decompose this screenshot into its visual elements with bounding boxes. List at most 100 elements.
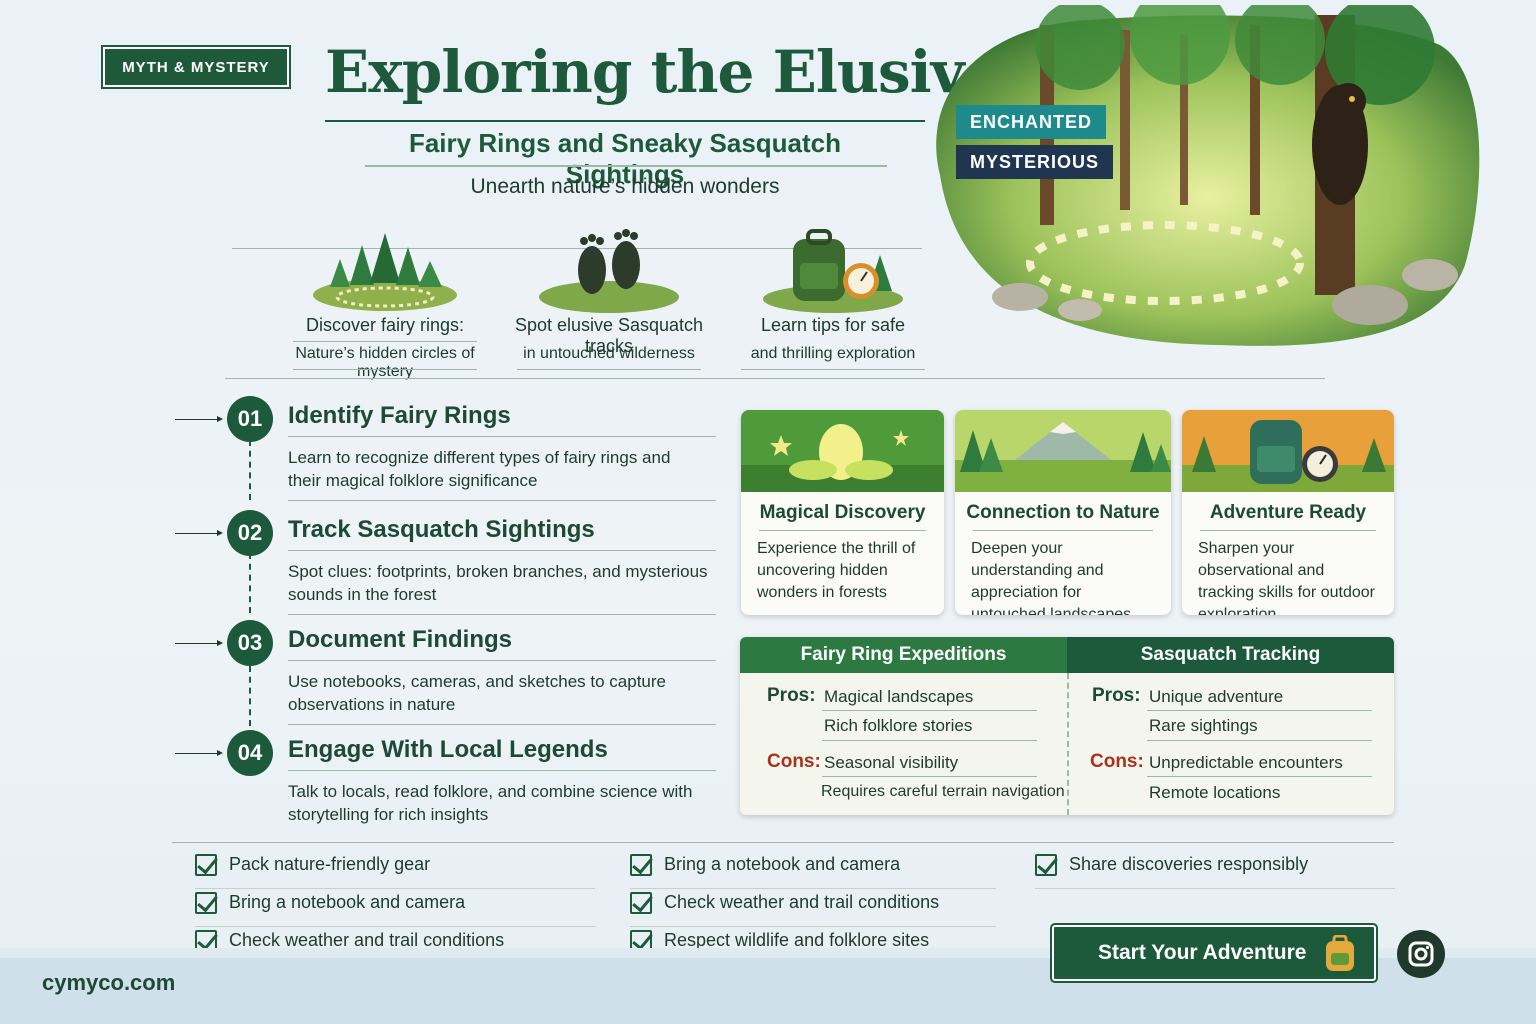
- arrow-icon: [175, 416, 223, 422]
- checklist-item[interactable]: Bring a notebook and camera: [195, 886, 595, 927]
- ribbon-enchanted: ENCHANTED: [956, 105, 1107, 139]
- feature-desc: in untouched wilderness: [523, 345, 695, 362]
- con-item: Requires careful terrain navigation: [821, 783, 1065, 800]
- feature-safe-exploration: Learn tips for safe and thrilling explor…: [718, 225, 948, 375]
- checklist-item[interactable]: Bring a notebook and camera: [630, 848, 1030, 889]
- step-bottom-line: [288, 500, 716, 501]
- page-subtitle: Fairy Rings and Sneaky Sasquatch Sightin…: [408, 128, 842, 189]
- feature-divider: [232, 248, 922, 249]
- feature-title: Spot elusive Sasquatch tracks: [514, 315, 704, 356]
- step-connector: [249, 553, 251, 613]
- step-bottom-line: [288, 614, 716, 615]
- step-title: Track Sasquatch Sightings: [288, 516, 595, 543]
- start-adventure-button[interactable]: Start Your Adventure: [1050, 923, 1378, 983]
- pros-label: Pros:: [1092, 685, 1141, 706]
- checkbox-checked-icon[interactable]: [630, 892, 652, 914]
- enchanted-forest-illustration: ENCHANTED MYSTERIOUS: [920, 0, 1485, 350]
- landscape-icon: [955, 410, 1171, 492]
- step-number: 04: [227, 730, 273, 776]
- pro-item: Rare sightings: [1149, 716, 1258, 735]
- row-line: [195, 888, 595, 889]
- site-url[interactable]: cymyco.com: [42, 970, 176, 995]
- step-connector: [249, 440, 251, 500]
- table-header-fairy: Fairy Ring Expeditions: [740, 637, 1067, 673]
- row-line: [195, 926, 595, 927]
- step-4: 04 Engage With Local Legends Talk to loc…: [175, 730, 720, 840]
- instagram-glyph: [1408, 941, 1434, 967]
- step-title-underline: [288, 660, 716, 661]
- step-desc: Learn to recognize different types of fa…: [288, 448, 671, 490]
- subtitle-underline: [365, 165, 887, 167]
- ribbon-mysterious: MYSTERIOUS: [956, 145, 1114, 179]
- cons-label: Cons:: [767, 751, 821, 772]
- feature-underline: [517, 369, 701, 370]
- checkbox-checked-icon[interactable]: [195, 892, 217, 914]
- step-desc: Spot clues: footprints, broken branches,…: [288, 562, 708, 604]
- checklist-label: Bring a notebook and camera: [664, 854, 901, 874]
- feature-sasquatch-tracks: Spot elusive Sasquatch tracks in untouch…: [494, 225, 724, 375]
- checkbox-checked-icon[interactable]: [1035, 854, 1057, 876]
- step-desc: Use notebooks, cameras, and sketches to …: [288, 672, 666, 714]
- card-title: Magical Discovery: [759, 502, 926, 523]
- step-2: 02 Track Sasquatch Sightings Spot clues:…: [175, 510, 720, 620]
- step-title-underline: [288, 770, 716, 771]
- feature-underline: [293, 369, 477, 370]
- tagline: Unearth nature’s hidden wonders: [470, 175, 780, 198]
- row-line: [1035, 888, 1395, 889]
- con-item: Unpredictable encounters: [1149, 753, 1343, 772]
- arrow-icon: [175, 640, 223, 646]
- title-underline: [325, 120, 925, 122]
- feature-underline: [293, 341, 477, 342]
- checklist-label: Pack nature-friendly gear: [229, 854, 431, 874]
- feature-desc: and thrilling exploration: [750, 345, 916, 362]
- feature-fairy-rings: Discover fairy rings: Nature’s hidden ci…: [270, 225, 500, 380]
- row-line: [1147, 710, 1372, 711]
- checklist-label: Check weather and trail conditions: [229, 930, 505, 950]
- fairy-ring-icon: [313, 233, 457, 311]
- pros-label: Pros:: [767, 685, 816, 706]
- checklist-label: Check weather and trail conditions: [664, 892, 940, 912]
- pro-item: Unique adventure: [1149, 687, 1284, 706]
- step-connector: [249, 666, 251, 726]
- row-line: [822, 740, 1037, 741]
- checkbox-checked-icon[interactable]: [195, 854, 217, 876]
- card-title: Connection to Nature: [966, 502, 1160, 523]
- row-line: [630, 888, 996, 889]
- checklist-item[interactable]: Share discoveries responsibly: [1035, 848, 1395, 889]
- backpack-compass-icon: [1182, 410, 1394, 492]
- row-line: [822, 710, 1037, 711]
- feature-title: Discover fairy rings:: [305, 315, 465, 335]
- cons-label: Cons:: [1090, 751, 1144, 772]
- backpack-icon: [1326, 935, 1354, 971]
- pro-item: Magical landscapes: [824, 687, 974, 706]
- pro-item: Rich folklore stories: [824, 716, 973, 735]
- feature-title: Learn tips for safe: [760, 315, 906, 335]
- card-title-underline: [973, 530, 1153, 531]
- category-badge: MYTH & MYSTERY: [101, 45, 291, 89]
- step-number: 03: [227, 620, 273, 666]
- checkbox-checked-icon[interactable]: [630, 854, 652, 876]
- step-bottom-line: [288, 724, 716, 725]
- arrow-icon: [175, 530, 223, 536]
- con-item: Remote locations: [1149, 783, 1281, 802]
- step-title: Document Findings: [288, 626, 512, 653]
- step-title: Engage With Local Legends: [288, 736, 608, 763]
- checklist-item[interactable]: Check weather and trail conditions: [630, 886, 1030, 927]
- glowing-plant-icon: [741, 410, 944, 492]
- step-desc: Talk to locals, read folklore, and combi…: [288, 782, 693, 824]
- card-adventure-ready: Adventure Ready Sharpen your observation…: [1182, 410, 1394, 615]
- card-magical-discovery: Magical Discovery Experience the thrill …: [741, 410, 944, 615]
- page-title: Exploring the Elusive: [325, 38, 1000, 106]
- row-line: [1147, 776, 1372, 777]
- footer-band-highlight: [0, 948, 1536, 958]
- arrow-icon: [175, 750, 223, 756]
- instagram-icon[interactable]: [1397, 930, 1445, 978]
- card-desc: Experience the thrill of uncovering hidd…: [757, 540, 916, 601]
- step-number: 02: [227, 510, 273, 556]
- checklist-divider: [172, 842, 1394, 843]
- card-title: Adventure Ready: [1209, 502, 1367, 523]
- card-desc: Sharpen your observational and tracking …: [1198, 540, 1375, 615]
- footprints-icon: [539, 229, 679, 313]
- card-title-underline: [759, 530, 926, 531]
- checklist-item[interactable]: Pack nature-friendly gear: [195, 848, 595, 889]
